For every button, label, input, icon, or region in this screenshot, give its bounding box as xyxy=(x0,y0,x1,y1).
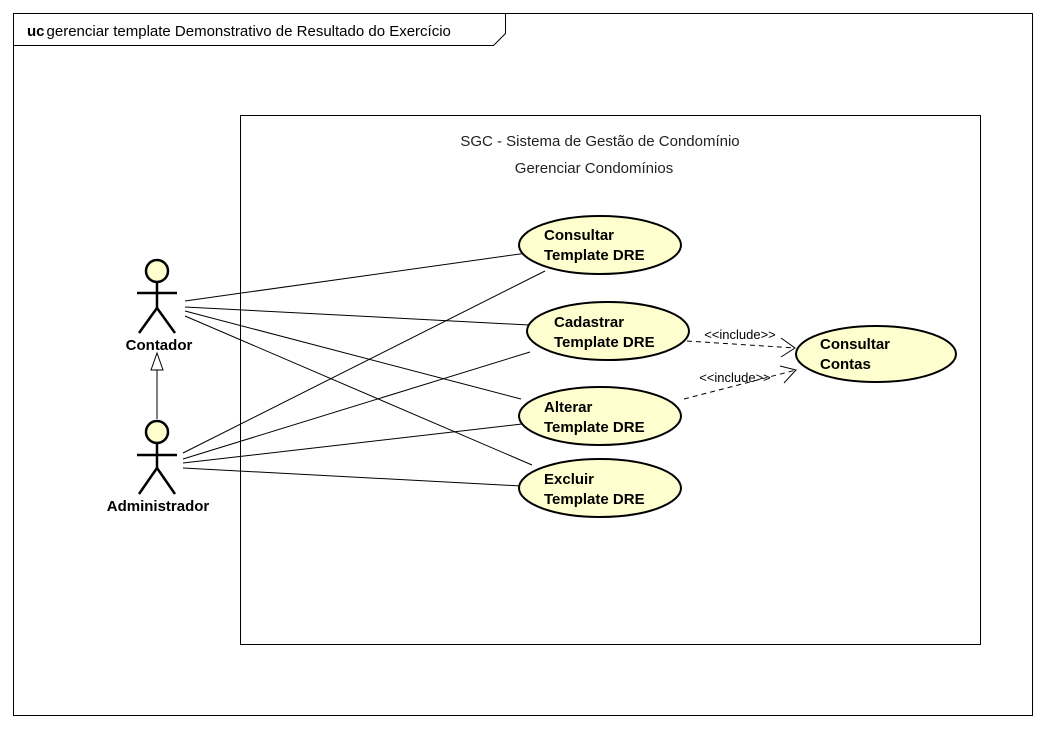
svg-text:Consultar: Consultar xyxy=(820,336,890,353)
svg-text:Template DRE: Template DRE xyxy=(544,247,645,264)
svg-text:Contas: Contas xyxy=(820,356,871,373)
use-case-alterar-template: Alterar Template DRE xyxy=(518,386,682,446)
contador-associations xyxy=(184,252,533,466)
include-alterar-contas xyxy=(683,365,797,400)
include-cadastrar-contas xyxy=(686,337,796,358)
frame-title-tab xyxy=(13,13,506,46)
actor-administrador xyxy=(137,419,177,495)
svg-text:Template DRE: Template DRE xyxy=(554,334,655,351)
svg-text:Excluir: Excluir xyxy=(544,471,594,488)
svg-text:Template DRE: Template DRE xyxy=(544,491,645,508)
actor-administrador-head xyxy=(144,419,170,445)
use-case-consultar-contas: Consultar Contas xyxy=(795,325,957,383)
use-case-consultar-template: Consultar Template DRE xyxy=(518,215,682,275)
use-case-excluir-template: Excluir Template DRE xyxy=(518,458,682,518)
actor-contador xyxy=(137,258,177,334)
include-label-1: <<include>> xyxy=(704,327,776,342)
svg-text:Alterar: Alterar xyxy=(544,399,593,416)
svg-text:Consultar: Consultar xyxy=(544,227,614,244)
actor-contador-head xyxy=(144,258,170,284)
system-name: SGC - Sistema de Gestão de Condomínio xyxy=(460,133,739,150)
actor-contador-label: Contador xyxy=(126,337,193,354)
svg-text:Template DRE: Template DRE xyxy=(544,419,645,436)
use-case-cadastrar-template: Cadastrar Template DRE xyxy=(526,301,690,361)
include-label-2: <<include>> xyxy=(699,370,771,385)
system-subtitle: Gerenciar Condomínios xyxy=(515,160,673,177)
generalization-arrow xyxy=(150,351,164,419)
svg-text:Cadastrar: Cadastrar xyxy=(554,314,624,331)
actor-administrador-label: Administrador xyxy=(107,498,210,515)
administrador-associations xyxy=(182,270,546,487)
